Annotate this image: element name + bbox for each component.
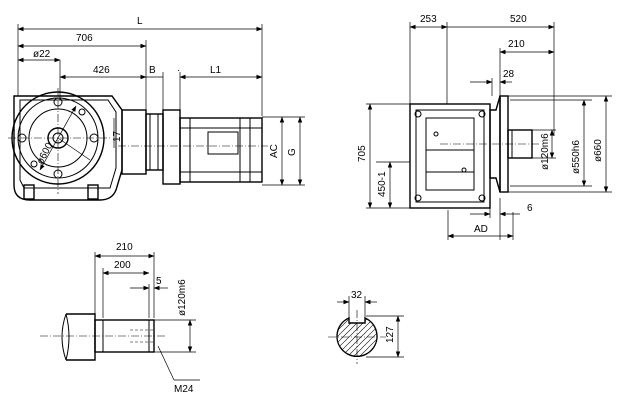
motor — [118, 109, 268, 185]
dim-phi660: ø660 — [593, 139, 604, 162]
dim-706: 706 — [76, 33, 93, 44]
shaft-detail: 210 200 5 ø120m6 M24 — [40, 242, 200, 395]
dim-phi550: ø550h6 — [571, 140, 582, 174]
side-housing — [409, 95, 540, 209]
dim-phi120-shaft: ø120m6 — [177, 279, 188, 316]
keyway-dimensions: 32 127 — [337, 290, 404, 358]
shaft-body — [40, 313, 166, 361]
dim-6: 6 — [527, 203, 533, 214]
dim-AD: AD — [474, 224, 488, 235]
dim-32: 32 — [351, 290, 363, 301]
dim-dot: · — [177, 65, 180, 76]
dim-200: 200 — [114, 260, 131, 271]
dim-127: 127 — [385, 326, 396, 343]
dim-520: 520 — [510, 14, 527, 25]
dim-450: 450-1 — [377, 171, 388, 197]
front-view: L 706 ø22 426 B · L1 AC G — [8, 16, 305, 201]
dim-L: L — [137, 16, 143, 27]
dim-705: 705 — [357, 145, 368, 162]
keyway-section: 32 127 — [328, 290, 404, 364]
dim-28: 28 — [503, 69, 515, 80]
dim-AC: AC — [269, 144, 280, 158]
dim-426: 426 — [93, 65, 110, 76]
dim-G: G — [287, 148, 298, 156]
dim-L1: L1 — [210, 65, 222, 76]
dim-210-shaft: 210 — [116, 242, 133, 253]
side-view: 253 520 210 28 705 450-1 ø120m6 — [357, 14, 612, 240]
gearbox-housing: ø600 17 — [8, 88, 123, 201]
side-dimensions: 253 520 210 28 705 450-1 ø120m6 — [357, 14, 612, 240]
shaft-dimensions: 210 200 5 ø120m6 M24 — [94, 242, 200, 395]
front-dimensions: L 706 ø22 426 B · L1 AC G — [17, 16, 305, 186]
dim-B: B — [149, 65, 156, 76]
dim-phi600: ø600 — [35, 141, 56, 167]
thread-M24: M24 — [174, 384, 194, 395]
dim-17: 17 — [112, 130, 123, 142]
dim-253: 253 — [420, 14, 437, 25]
dim-phi120-side: ø120m6 — [540, 133, 551, 170]
dim-210-side: 210 — [508, 39, 525, 50]
dim-5: 5 — [156, 276, 162, 287]
dim-phi22: ø22 — [33, 49, 51, 60]
